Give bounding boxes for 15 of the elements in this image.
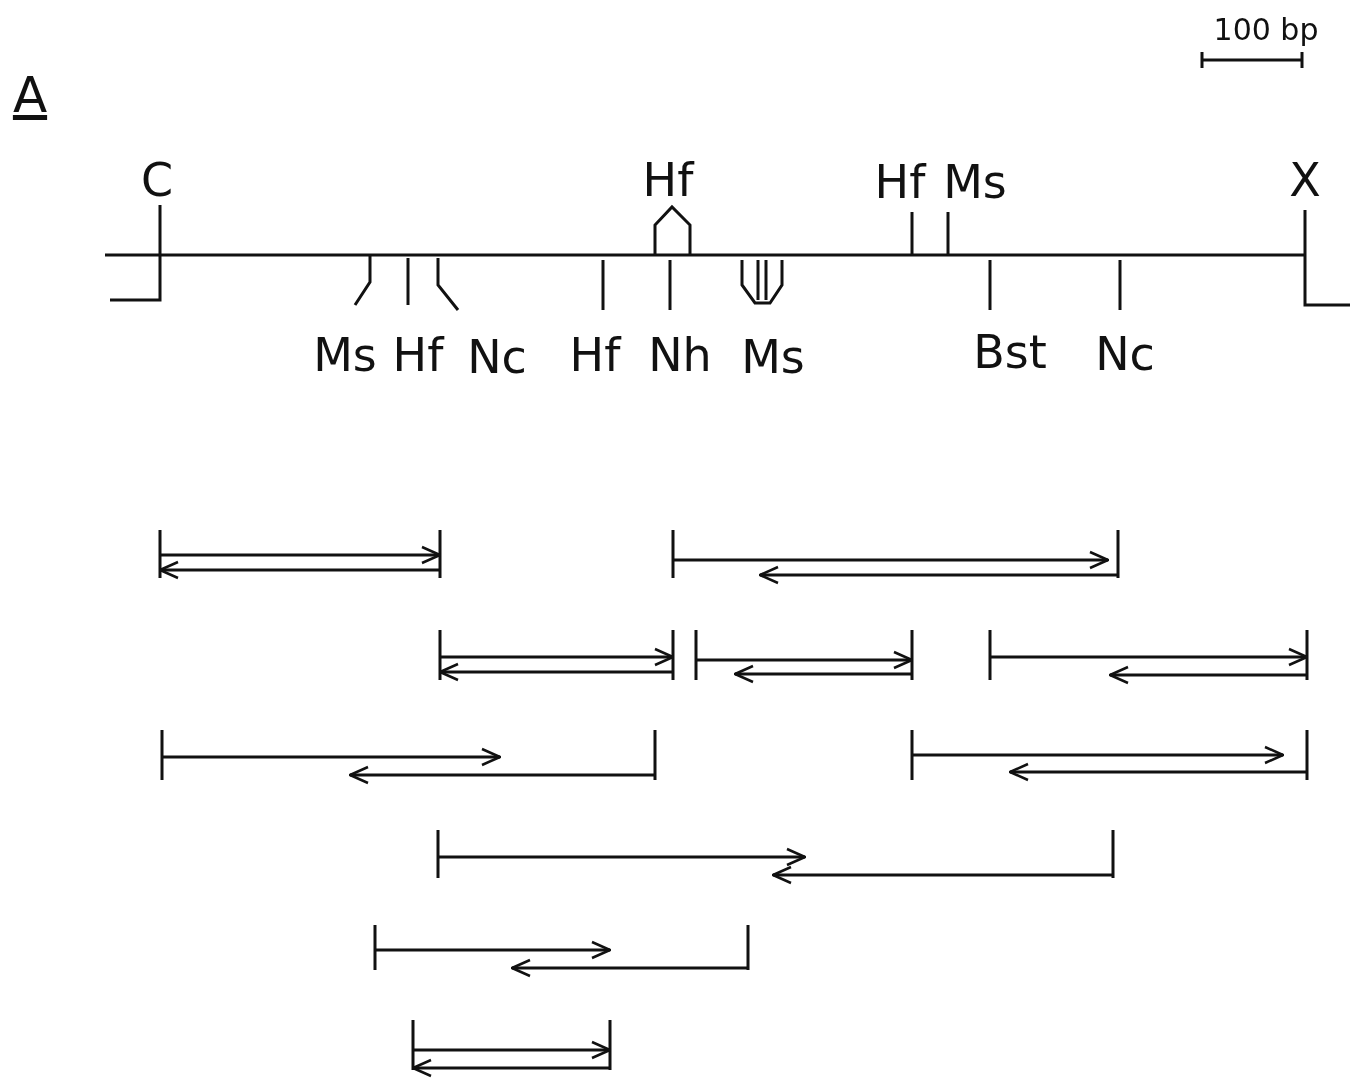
site-label: Hf [874, 159, 926, 205]
site-label: Hf [392, 332, 444, 378]
site-label: Nc [467, 334, 527, 380]
site-label: Nh [648, 332, 712, 378]
panel-letter: A [12, 70, 48, 120]
site-label: X [1289, 157, 1321, 203]
site-label: Ms [313, 332, 377, 378]
site-label: Hf [569, 332, 621, 378]
site-label: Bst [973, 329, 1047, 375]
site-label: Hf [642, 157, 694, 203]
site-label: C [140, 157, 174, 203]
scale-label: 100 bp [1213, 15, 1319, 45]
site-label: Nc [1095, 331, 1155, 377]
site-label: Ms [943, 159, 1007, 205]
site-label: Ms [741, 334, 805, 380]
